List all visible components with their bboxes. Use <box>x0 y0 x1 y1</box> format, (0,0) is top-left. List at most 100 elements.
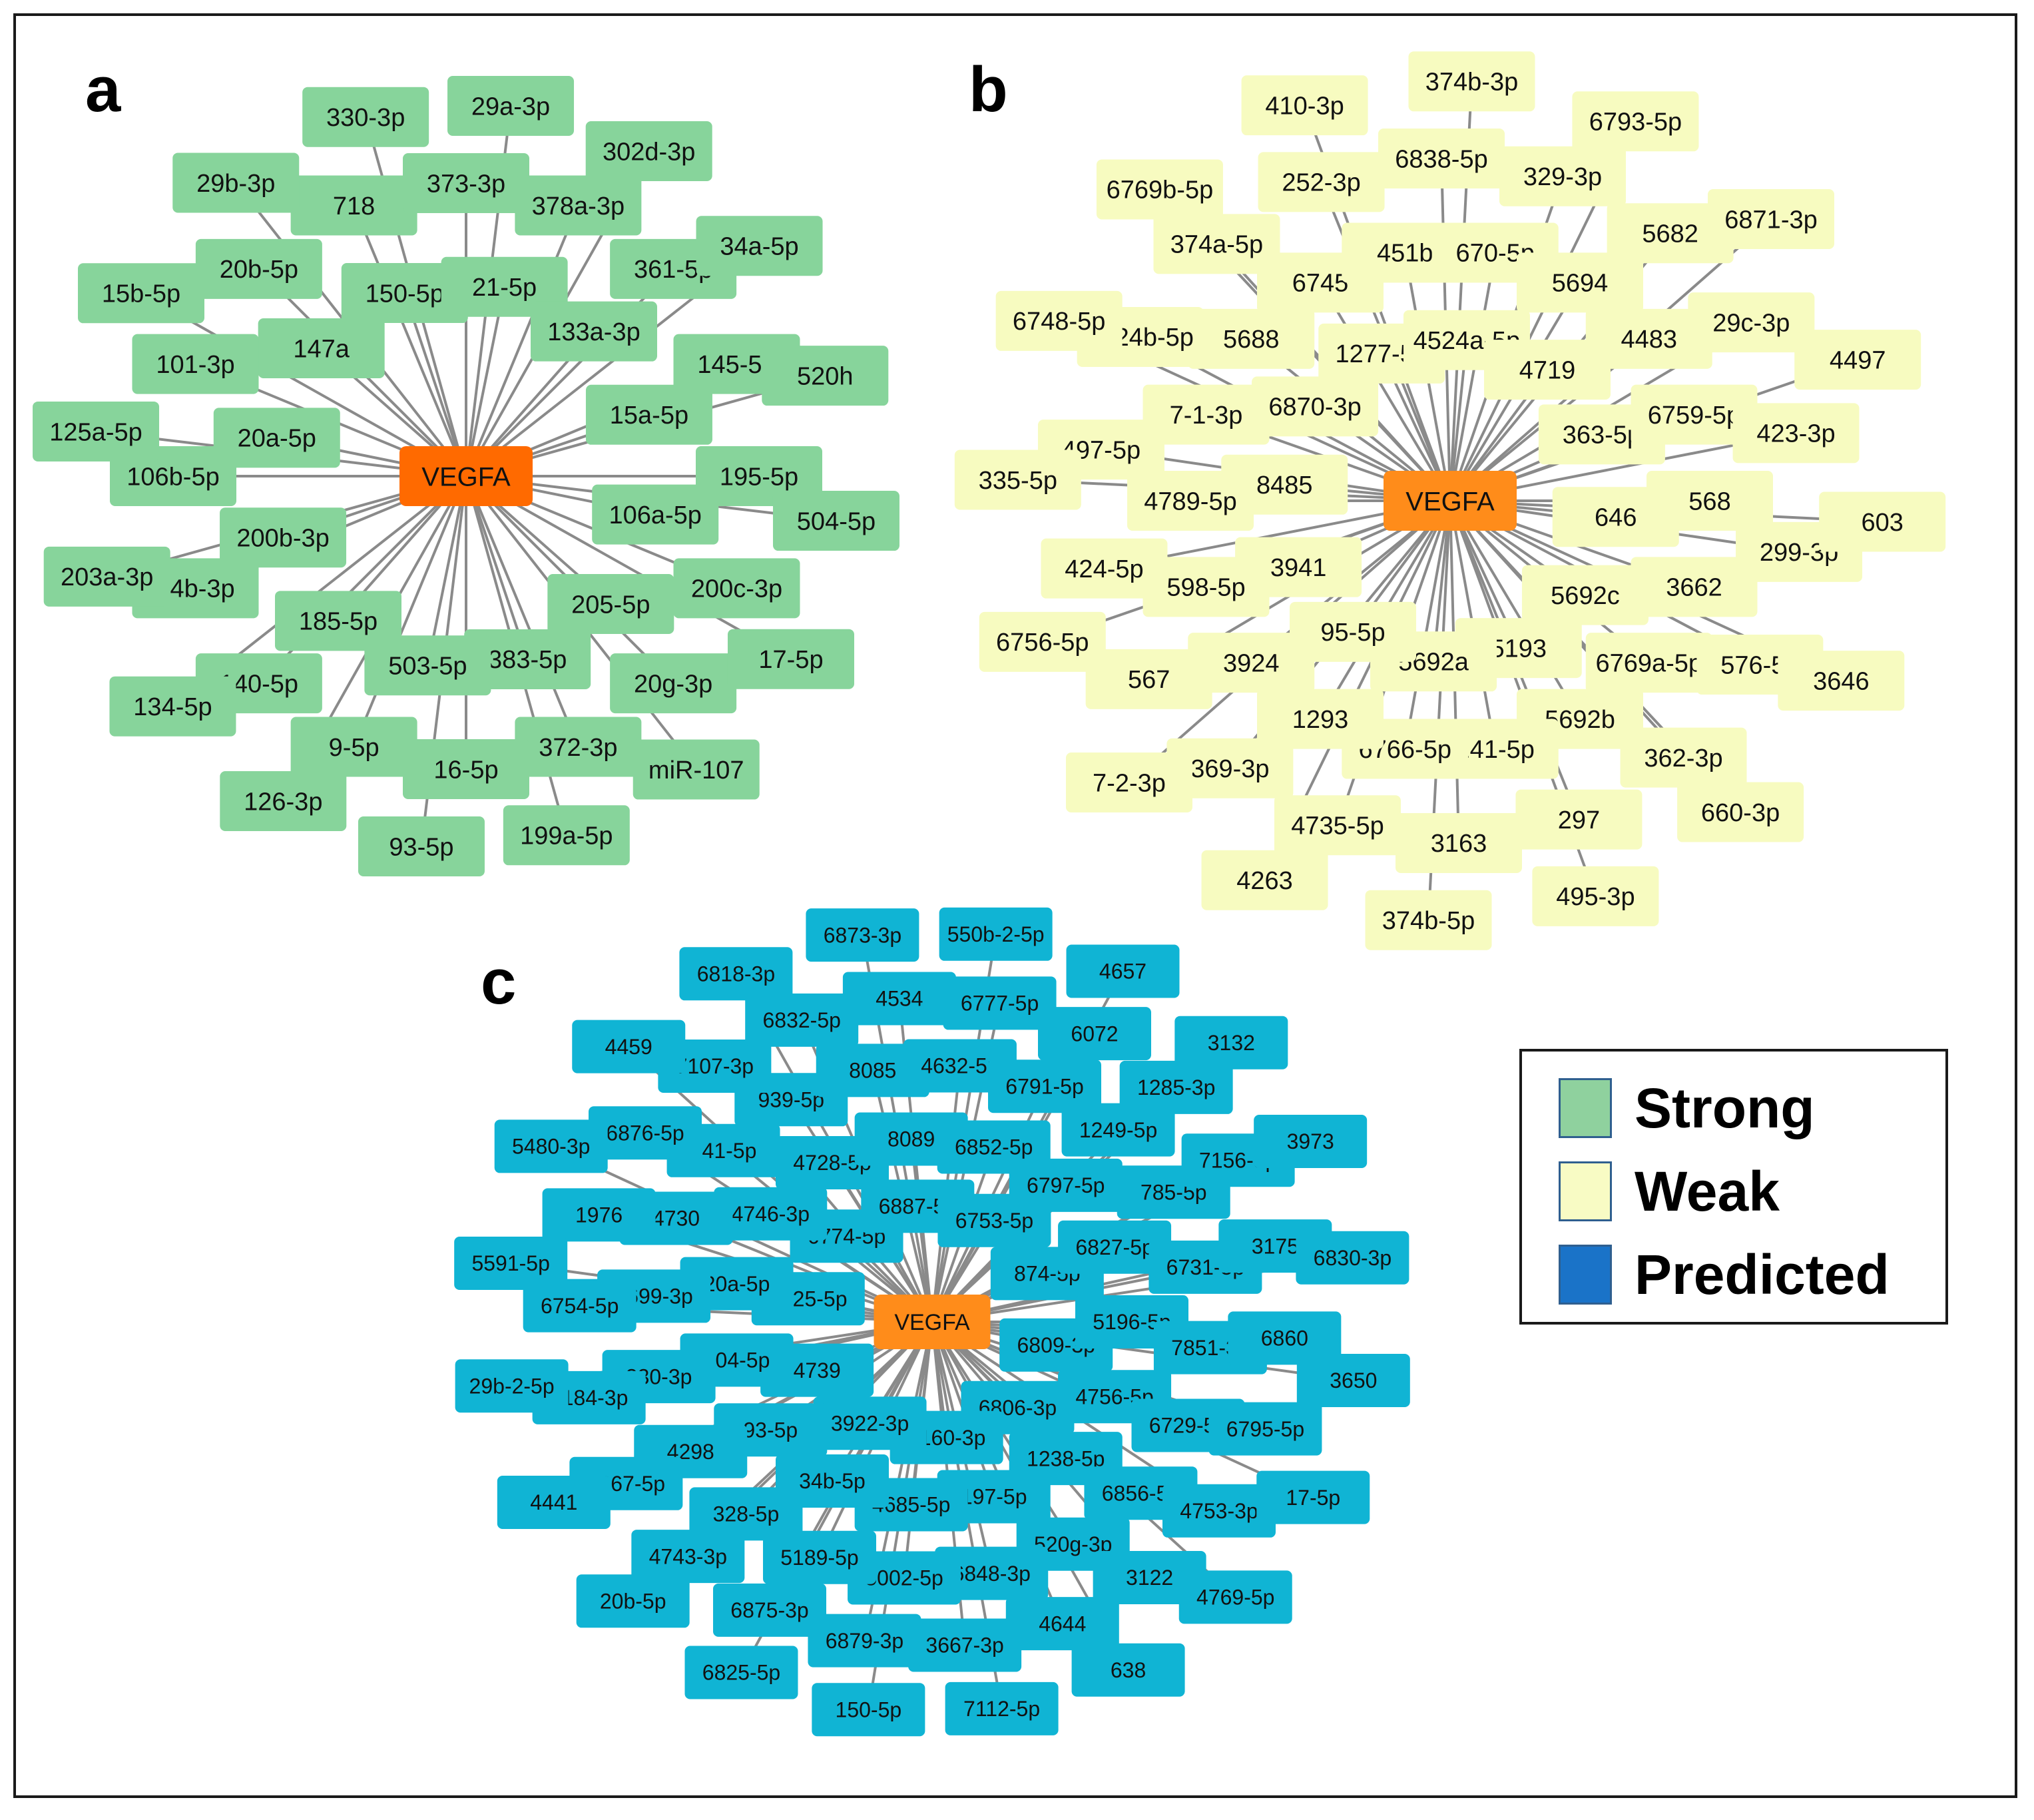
legend-item-strong: Strong <box>1559 1076 1815 1139</box>
mirna-node-label: 95-5p <box>1320 619 1385 647</box>
mirna-node-label: 15a-5p <box>610 402 688 430</box>
mirna-node-label: 383-5p <box>488 646 567 674</box>
mirna-node-label: 3132 <box>1208 1031 1255 1055</box>
mirna-node <box>290 175 417 236</box>
mirna-node-label: 4789-5p <box>1144 487 1236 515</box>
mirna-node <box>1143 557 1270 617</box>
mirna-node-label: 328-5p <box>713 1502 780 1526</box>
mirna-node <box>589 1106 702 1160</box>
mirna-node-label: 5189-5p <box>780 1546 858 1570</box>
mirna-node-label: 147a <box>293 335 350 363</box>
mirna-node <box>43 546 170 607</box>
mirna-node <box>1127 471 1254 531</box>
mirna-node-label: 4632-5p <box>921 1054 999 1078</box>
mirna-node <box>1093 1551 1206 1605</box>
mirna-node-label: 4441 <box>530 1490 577 1514</box>
mirna-node <box>1009 1158 1123 1212</box>
mirna-node <box>1631 384 1758 445</box>
mirna-node-label: 504-5p <box>797 507 876 535</box>
mirna-node-label: 8485 <box>1256 471 1313 499</box>
mirna-node <box>109 676 236 737</box>
mirna-node <box>585 384 712 445</box>
mirna-node-label: 374a-5p <box>1170 231 1263 259</box>
mirna-node <box>714 1187 828 1241</box>
mirna-node-label: 335-5p <box>979 467 1057 495</box>
panel-b-nodes: 6465692c51935692a95-5p394184856870-3p127… <box>954 51 1946 950</box>
hub-node-label: VEGFA <box>894 1310 970 1335</box>
mirna-node <box>195 238 322 299</box>
mirna-node <box>358 816 485 876</box>
mirna-node <box>341 263 468 324</box>
mirna-node-label: 185-5p <box>299 608 378 636</box>
mirna-node-label: 6852-5p <box>955 1135 1033 1159</box>
mirna-node-label: 567 <box>1128 666 1170 694</box>
mirna-node-label: 3650 <box>1330 1368 1377 1392</box>
mirna-node <box>939 907 1053 961</box>
mirna-node-label: 5193 <box>1490 635 1547 663</box>
mirna-node <box>1188 308 1315 369</box>
mirna-node-label: 3667-3p <box>925 1634 1003 1658</box>
mirna-node <box>745 993 859 1047</box>
mirna-node-label: 646 <box>1595 504 1637 532</box>
panel-a-network: 106a-5p205-5p383-5p503-5p185-5p200b-3p20… <box>33 76 899 876</box>
mirna-node-label: 6871-3p <box>1724 206 1817 234</box>
mirna-node <box>258 318 385 378</box>
mirna-node-label: 7-1-3p <box>1170 402 1243 430</box>
mirna-node <box>1254 1114 1368 1168</box>
mirna-node-label: 106a-5p <box>609 501 701 529</box>
mirna-node-label: 20a-5p <box>704 1272 770 1296</box>
mirna-node-label: 15b-5p <box>102 280 180 308</box>
mirna-node <box>403 739 529 799</box>
mirna-node-label: 29b-2-5p <box>469 1374 555 1398</box>
mirna-node-label: 34b-5p <box>799 1469 866 1493</box>
mirna-node <box>1572 91 1699 152</box>
mirna-node <box>1174 1016 1288 1069</box>
mirna-node-label: 150-5p <box>836 1697 902 1721</box>
mirna-node-label: 29a-3p <box>471 93 550 121</box>
mirna-node-label: 6873-3p <box>824 923 901 947</box>
mirna-node-label: 8089 <box>888 1127 935 1151</box>
mirna-node <box>1499 146 1626 206</box>
mirna-node <box>988 1060 1102 1113</box>
mirna-node <box>1290 601 1417 662</box>
mirna-node <box>1153 214 1280 274</box>
mirna-node-label: 7112-5p <box>963 1697 1040 1721</box>
mirna-node <box>515 717 642 777</box>
mirna-node <box>945 1681 1059 1735</box>
panel-a-nodes: 106a-5p205-5p383-5p503-5p185-5p200b-3p20… <box>33 76 899 876</box>
panel-c-letter: c <box>481 946 517 1018</box>
mirna-node-label: 4739 <box>794 1359 841 1382</box>
mirna-node <box>1041 538 1168 599</box>
mirna-node <box>1061 1103 1175 1157</box>
mirna-node <box>1515 789 1643 850</box>
mirna-node <box>515 175 642 236</box>
mirna-node <box>1162 1484 1276 1538</box>
edge <box>465 475 580 748</box>
mirna-node-label: 6825-5p <box>702 1661 780 1685</box>
edge <box>465 286 506 477</box>
mirna-node <box>33 401 160 461</box>
mirna-node-label: 302d-3p <box>603 138 695 166</box>
mirna-node <box>503 805 630 866</box>
mirna-node-label: 4743-3p <box>649 1544 727 1568</box>
mirna-node-label: 20b-5p <box>220 256 298 284</box>
mirna-node <box>1005 1597 1119 1651</box>
mirna-node <box>1819 491 1946 552</box>
mirna-node-label: 638 <box>1111 1658 1146 1682</box>
mirna-node <box>995 290 1123 351</box>
legend-label-weak: Weak <box>1635 1159 1780 1223</box>
mirna-node-label: 6832-5p <box>762 1008 840 1032</box>
mirna-node-label: 329-3p <box>1523 163 1602 191</box>
mirna-node <box>447 76 575 137</box>
mirna-node <box>1085 649 1212 709</box>
mirna-node-label: 6777-5p <box>961 992 1039 1016</box>
mirna-node <box>1228 1311 1342 1365</box>
mirna-node-label: 5480-3p <box>512 1135 590 1159</box>
mirna-node <box>1296 1353 1410 1407</box>
mirna-node-label: 6818-3p <box>697 962 775 986</box>
legend-label-strong: Strong <box>1635 1076 1815 1139</box>
mirna-node-label: 21-5p <box>472 274 537 302</box>
mirna-node-label: 3941 <box>1270 554 1327 582</box>
mirna-node-label: 3122 <box>1126 1566 1173 1590</box>
mirna-node-label: 660-3p <box>1701 799 1780 827</box>
